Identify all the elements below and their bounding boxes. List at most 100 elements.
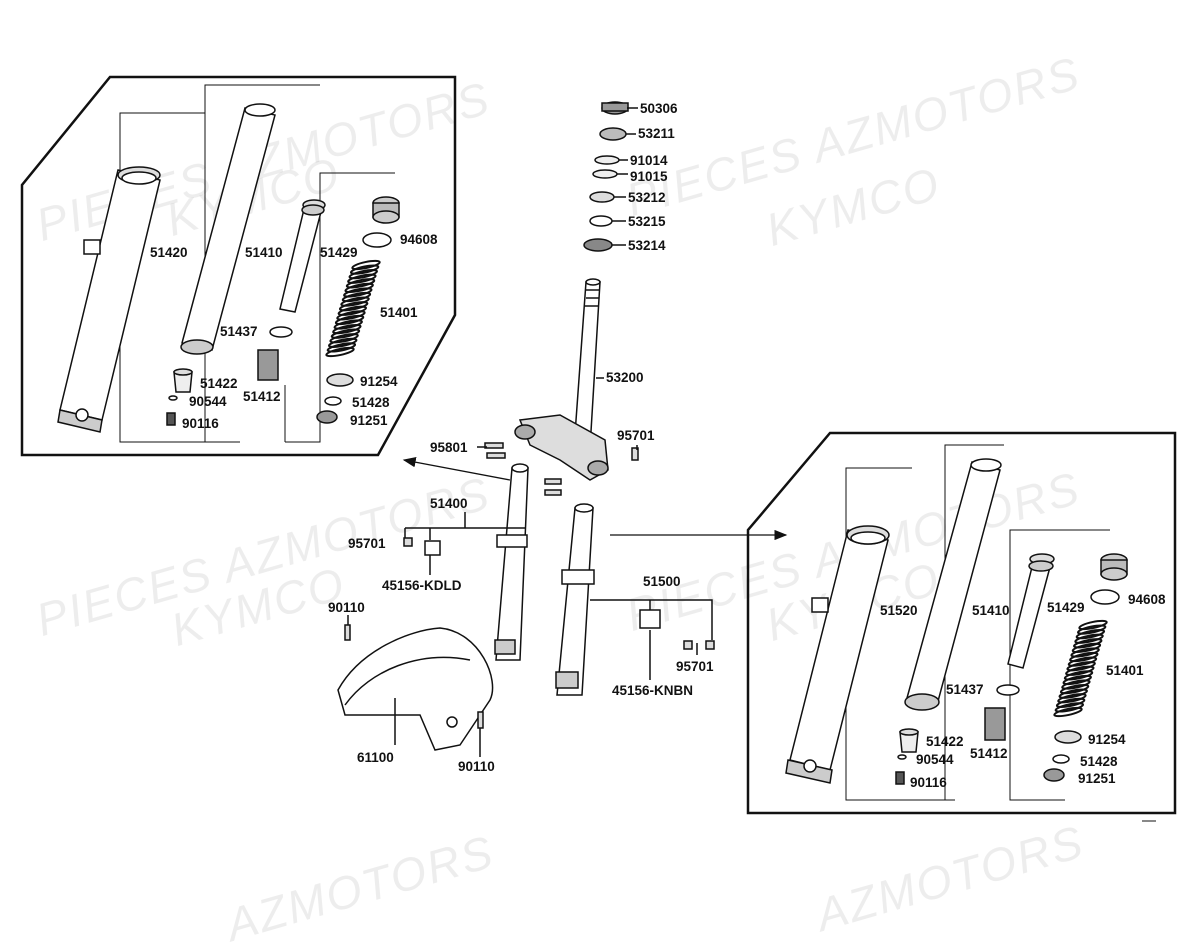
spring-coil: [332, 323, 362, 335]
spring-coil: [1055, 697, 1086, 708]
label-51412: 51412: [970, 746, 1008, 761]
label-90116: 90116: [910, 775, 947, 790]
center-fork-leg-left: [494, 463, 529, 661]
spring-coil: [343, 287, 373, 298]
spring-coil: [1063, 670, 1094, 681]
steering-stack-parts: [583, 101, 629, 252]
spring-coil: [1071, 642, 1102, 654]
label-53214: 53214: [628, 238, 666, 253]
spring-coil: [345, 278, 376, 289]
spring-coil: [1069, 651, 1099, 663]
spring-coil: [1066, 661, 1096, 672]
label-95801: 95801: [430, 440, 468, 455]
label-91251: 91251: [350, 413, 388, 428]
spring-coil: [348, 269, 378, 280]
label-91254: 91254: [360, 374, 398, 389]
spring-coil: [325, 346, 355, 358]
spring-coil: [347, 273, 377, 284]
left-fork-inner-tube: [180, 103, 276, 355]
spring-coil: [338, 301, 369, 312]
label-51437: 51437: [946, 682, 984, 697]
spring-coil: [337, 305, 368, 316]
label-51410: 51410: [245, 245, 283, 260]
spring-coil: [349, 264, 380, 275]
label-45156-knbn: 45156-KNBN: [612, 683, 694, 698]
label-51422: 51422: [926, 734, 964, 749]
right-fork-outer-tube: [785, 525, 890, 784]
left-small-parts: [166, 326, 354, 426]
label-90110-bottom: 90110: [458, 759, 495, 774]
label-51422: 51422: [200, 376, 238, 391]
label-90544: 90544: [916, 752, 954, 767]
clips: [344, 537, 715, 729]
label-51500: 51500: [643, 574, 681, 589]
parts-diagram: PIECES AZMOTORS KYMCO PIECES AZMOTORS KY…: [20, 47, 1177, 951]
leader-lines: [347, 107, 713, 757]
left-seal-parts: [362, 196, 400, 248]
right-fork-inner-tube: [904, 458, 1002, 711]
right-damper-rod: [1007, 553, 1055, 669]
label-95701-right: 95701: [676, 659, 714, 674]
spring-coil: [333, 319, 363, 330]
spring-coil: [336, 310, 366, 321]
spring-coil: [334, 314, 365, 326]
spring-coil: [1062, 674, 1092, 686]
label-91015: 91015: [630, 169, 668, 184]
spring-coil: [1075, 629, 1106, 640]
right-seal-parts: [1090, 553, 1128, 605]
left-spring: [325, 259, 381, 358]
label-91014: 91014: [630, 153, 668, 168]
label-51429: 51429: [320, 245, 358, 260]
label-51412: 51412: [243, 389, 281, 404]
spring-coil: [1054, 702, 1085, 713]
label-90116: 90116: [182, 416, 219, 431]
spring-coil: [326, 342, 357, 353]
label-51429: 51429: [1047, 600, 1085, 615]
label-51428: 51428: [352, 395, 390, 410]
label-61100: 61100: [357, 750, 394, 765]
label-51400: 51400: [430, 496, 468, 511]
label-53215: 53215: [628, 214, 666, 229]
label-90544: 90544: [189, 394, 227, 409]
spring-coil: [351, 259, 381, 271]
label-91254: 91254: [1088, 732, 1126, 747]
spring-coil: [1059, 683, 1090, 695]
label-91251: 91251: [1078, 771, 1116, 786]
triple-clamp: [514, 414, 609, 481]
label-51420: 51420: [150, 245, 188, 260]
label-51401: 51401: [1106, 663, 1144, 678]
spring-coil: [1076, 624, 1107, 635]
spring-coil: [330, 328, 361, 339]
front-fender: [337, 627, 494, 751]
spring-coil: [1061, 679, 1091, 690]
spring-coil: [1065, 665, 1095, 676]
spring-coil: [1074, 633, 1104, 644]
spring-coil: [1053, 706, 1083, 718]
label-94608: 94608: [400, 232, 438, 247]
center-fork-leg-right: [555, 503, 595, 696]
label-90110-top: 90110: [328, 600, 365, 615]
label-51401: 51401: [380, 305, 418, 320]
spring-coil: [1073, 638, 1103, 649]
label-94608: 94608: [1128, 592, 1166, 607]
left-damper-rod: [279, 199, 326, 313]
label-53200: 53200: [606, 370, 644, 385]
label-95701-top: 95701: [617, 428, 655, 443]
spring-coil: [344, 282, 374, 294]
left-fork-outer-tube: [57, 166, 161, 433]
left-guide-lines: [119, 84, 395, 443]
spring-coil: [1067, 656, 1098, 667]
right-spring: [1053, 619, 1108, 718]
spring-coil: [329, 333, 359, 344]
label-51428: 51428: [1080, 754, 1118, 769]
spring-coil: [328, 337, 358, 348]
bolts: [484, 442, 639, 496]
spring-coil: [340, 296, 370, 307]
label-51437: 51437: [220, 324, 258, 339]
label-95701-left: 95701: [348, 536, 386, 551]
spring-coil: [1070, 647, 1100, 658]
diagram-canvas: [20, 75, 1177, 822]
label-51410: 51410: [972, 603, 1010, 618]
spring-coil: [1058, 688, 1088, 699]
spring-coil: [341, 291, 372, 303]
